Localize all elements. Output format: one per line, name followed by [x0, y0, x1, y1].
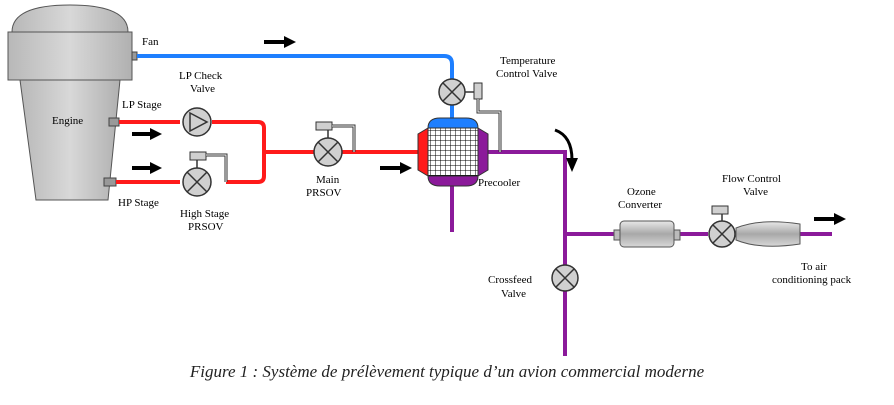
precooler-label: Precooler: [478, 177, 520, 189]
high-stage-prsov-label: High Stage: [180, 208, 229, 220]
hp-stage-label: HP Stage: [118, 197, 159, 209]
lp-check-valve-label: LP Check: [179, 70, 223, 82]
fan-air-line: [137, 54, 454, 80]
flow-control-valve-label: Valve: [743, 186, 768, 198]
curved-flow-arrow: [554, 128, 574, 161]
fan-label: Fan: [142, 36, 159, 48]
crossfeed-valve-label: Crossfeed: [488, 274, 532, 286]
temperature-control-valve-label: Control Valve: [496, 68, 557, 80]
main-prsov-label: Main: [316, 174, 340, 186]
main-prsov: [313, 121, 356, 167]
air-conditioning-pack-label: conditioning pack: [772, 274, 852, 286]
high-stage-prsov-label: PRSOV: [188, 221, 224, 233]
ozone-converter-label: Ozone: [627, 186, 656, 198]
bleed-air-diagram: Engine Fan LP Stage HP Stage LP Check Va…: [7, 4, 852, 356]
engine-label: Engine: [52, 115, 83, 127]
air-conditioning-pack-label: To air: [801, 261, 827, 273]
temperature-control-valve: [438, 78, 502, 152]
main-prsov-label: PRSOV: [306, 187, 342, 199]
engine: [7, 4, 138, 201]
crossfeed-valve: [551, 264, 579, 292]
crossfeed-valve-label: Valve: [501, 288, 526, 300]
lp-stage-label: LP Stage: [122, 99, 162, 111]
ozone-converter: [613, 220, 681, 248]
temperature-control-valve-label: Temperature: [500, 55, 556, 67]
precooler: [417, 117, 489, 187]
flow-control-valve: [708, 205, 801, 248]
flow-control-valve-label: Flow Control: [722, 173, 781, 185]
lp-check-valve-label: Valve: [190, 83, 215, 95]
figure-caption: Figure 1 : Système de prélèvement typiqu…: [189, 362, 705, 381]
high-stage-prsov: [182, 151, 228, 197]
ozone-converter-label: Converter: [618, 199, 662, 211]
lp-check-valve: [182, 107, 212, 137]
